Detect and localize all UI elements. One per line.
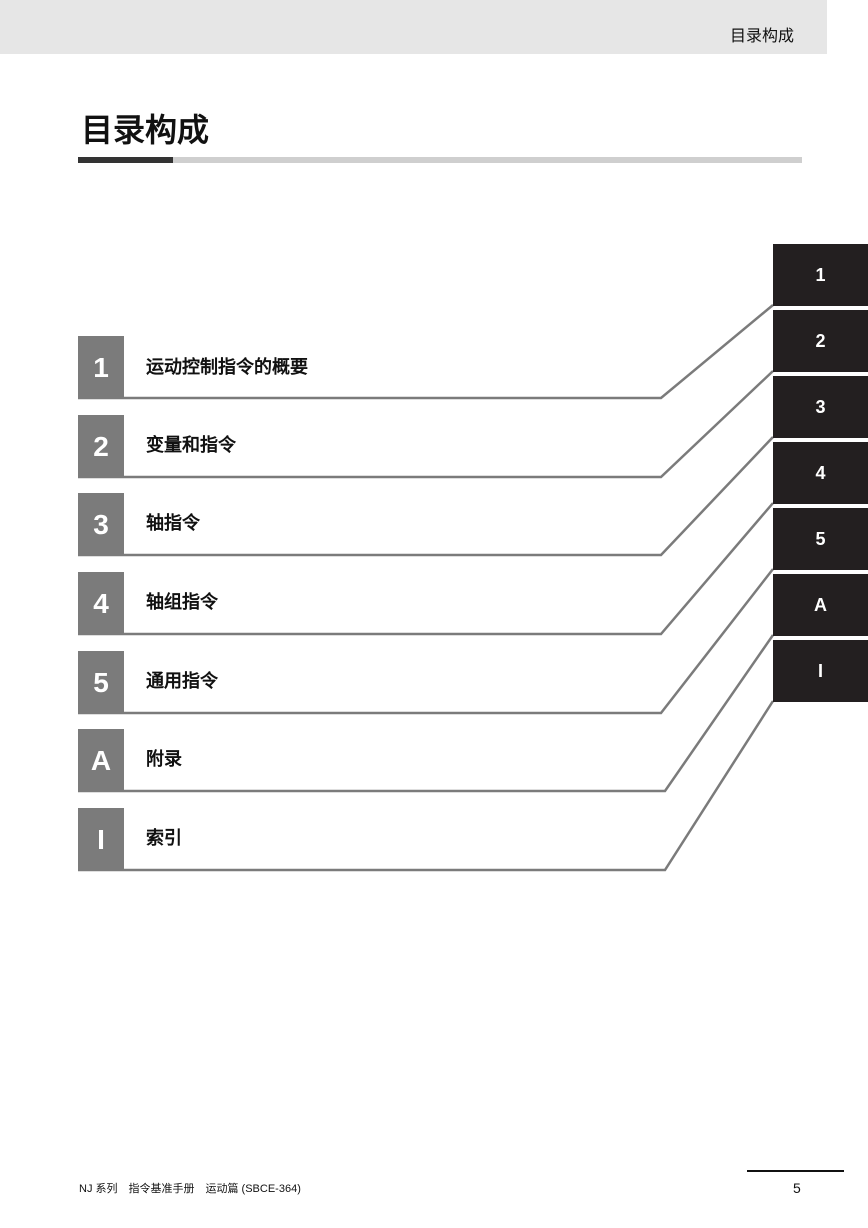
connector-line-4	[78, 502, 774, 636]
chapter-title-link[interactable]: 索引	[146, 828, 182, 849]
chapter-number-box[interactable]: 3	[78, 493, 124, 556]
connector-line-5	[78, 568, 774, 715]
connector-line-1	[78, 304, 774, 400]
thumb-tab[interactable]: 3	[773, 376, 868, 438]
thumb-tab[interactable]: 4	[773, 442, 868, 504]
footer-manual-title: NJ 系列 指令基准手册 运动篇 (SBCE-364)	[79, 1183, 301, 1195]
thumb-tab[interactable]: 2	[773, 310, 868, 372]
chapter-number-box[interactable]: A	[78, 729, 124, 792]
title-underline	[78, 157, 802, 163]
chapter-number-box[interactable]: 5	[78, 651, 124, 714]
header-section-label: 目录构成	[729, 26, 794, 45]
title-underline-accent	[78, 157, 173, 163]
chapter-title-link[interactable]: 变量和指令	[146, 435, 236, 456]
connector-line-3	[78, 436, 774, 557]
page-number: 5	[793, 1180, 801, 1196]
connector-line-a	[78, 634, 775, 793]
connector-line-i	[78, 700, 775, 872]
thumb-tab[interactable]: I	[773, 640, 868, 702]
chapter-number-box[interactable]: 4	[78, 572, 124, 635]
thumb-tab[interactable]: A	[773, 574, 868, 636]
chapter-title-link[interactable]: 轴指令	[146, 513, 200, 534]
page-title: 目录构成	[81, 111, 210, 149]
thumb-tab[interactable]: 5	[773, 508, 868, 570]
thumb-tab[interactable]: 1	[773, 244, 868, 306]
chapter-title-link[interactable]: 运动控制指令的概要	[146, 357, 308, 378]
connector-line-2	[78, 370, 774, 479]
chapter-title-link[interactable]: 轴组指令	[146, 592, 218, 613]
chapter-title-link[interactable]: 通用指令	[146, 671, 218, 692]
chapter-title-link[interactable]: 附录	[146, 749, 182, 770]
chapter-number-box[interactable]: 2	[78, 415, 124, 478]
chapter-number-box[interactable]: 1	[78, 336, 124, 399]
chapter-number-box[interactable]: I	[78, 808, 124, 871]
header-band	[0, 0, 827, 54]
footer-rule	[747, 1170, 844, 1172]
